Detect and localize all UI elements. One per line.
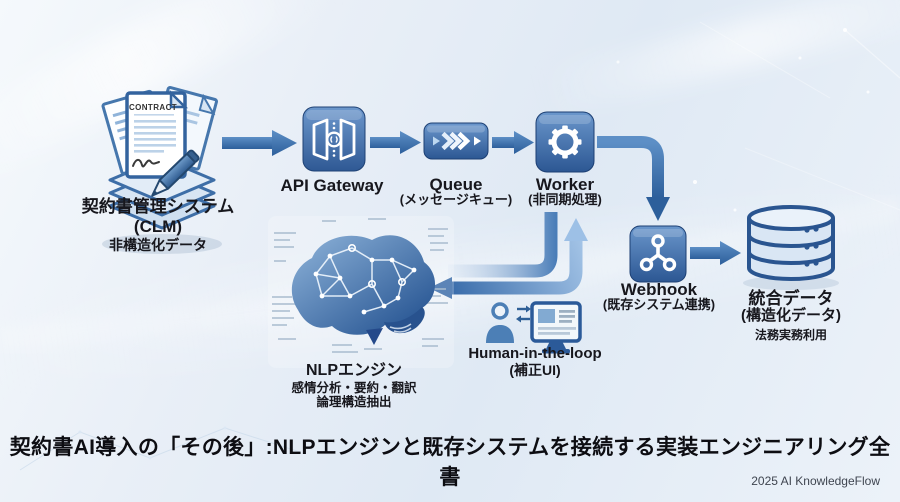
clm-subtitle: (CLM) xyxy=(133,217,183,236)
arrow-queue-to-worker xyxy=(492,131,534,154)
arrow-api-to-queue xyxy=(370,131,421,154)
webhook-icon xyxy=(629,225,687,283)
database-note: 法務実務利用 xyxy=(754,328,828,342)
queue-sublabel: (メッセージキュー) xyxy=(399,192,513,207)
nlp-brain-image xyxy=(268,216,454,368)
arrow-clm-to-api xyxy=(222,130,297,156)
front-contract-doc: CONTRACT xyxy=(125,89,189,179)
api-gateway-icon xyxy=(302,106,366,172)
webhook-sublabel: (既存システム連携) xyxy=(602,297,716,312)
worker-sublabel: (非同期処理) xyxy=(528,192,602,207)
neural-network-nodes xyxy=(313,243,417,315)
human-in-the-loop-icon xyxy=(486,301,582,354)
api-gateway-label: API Gateway xyxy=(280,176,384,195)
person-icon xyxy=(491,302,509,320)
nlp-label: NLPエンジン xyxy=(305,362,403,379)
database-icon xyxy=(743,205,839,290)
contract-doc-title: CONTRACT xyxy=(129,103,177,112)
queue-label: Queue xyxy=(429,175,483,194)
contract-stack-icon: CONTRACT xyxy=(101,86,222,254)
arrow-worker-to-nlp xyxy=(448,212,558,278)
clm-note: 非構造化データ xyxy=(109,237,207,253)
code-text-decor xyxy=(272,218,448,353)
infographic-title: 契約書AI導入の「その後」:NLPエンジンと既存システムを接続する実装エンジニア… xyxy=(9,436,891,489)
monitor-icon xyxy=(530,301,582,354)
database-label: 統合データ xyxy=(748,289,834,308)
nlp-note: 論理構造抽出 xyxy=(316,395,392,409)
credit-text: 2025 AI KnowledgeFlow xyxy=(751,474,880,488)
arrow-webhook-to-db xyxy=(690,241,741,265)
clm-title: 契約書管理システム xyxy=(81,197,235,216)
nlp-sublabel: 感情分析・要約・翻訳 xyxy=(291,381,417,395)
webhook-label: Webhook xyxy=(620,280,698,299)
pen-icon xyxy=(151,149,200,197)
worker-label: Worker xyxy=(535,175,595,194)
database-sublabel: (構造化データ) xyxy=(741,307,841,324)
arrow-worker-to-webhook xyxy=(597,136,670,221)
gear-glyph xyxy=(548,125,582,159)
queue-icon xyxy=(423,122,489,160)
worker-icon xyxy=(535,111,595,173)
hitl-sublabel: (補正UI) xyxy=(509,362,561,378)
hitl-label: Human-in-the-loop xyxy=(468,345,602,362)
exchange-arrows-icon xyxy=(517,307,530,321)
